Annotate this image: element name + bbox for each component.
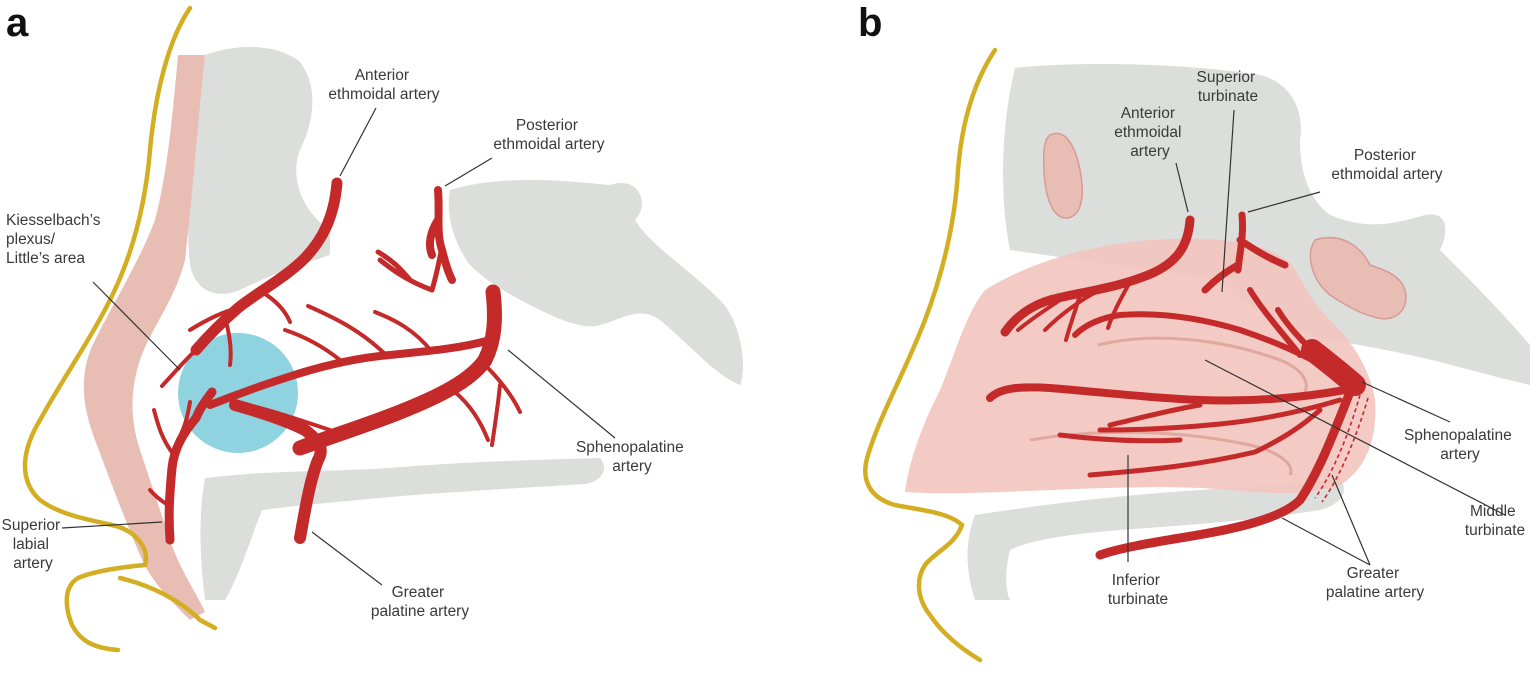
leader-greater-palatine-a: [311, 531, 383, 586]
sphenoid-sinus-shape: [1309, 236, 1407, 320]
leader-anterior-ethmoidal-a: [339, 107, 377, 177]
sphenopalatine-upper-branches-b: [1072, 287, 1343, 378]
superior-labial-branches-a: [148, 400, 192, 507]
greater-palatine-artery-b: [1095, 387, 1355, 560]
label-inferior-turbinate-b: Inferior turbinate: [1108, 572, 1168, 608]
sphenopalatine-branches-a: [246, 304, 522, 447]
leader-posterior-ethmoidal-b: [1247, 191, 1321, 213]
hard-palate-bone-shape: [967, 478, 1344, 600]
sphenopalatine-lower-branches-b: [1057, 397, 1343, 478]
lip-line: [117, 575, 218, 631]
anterior-ethmoidal-artery-b: [1000, 215, 1195, 337]
leader-superior-turbinate-b: [1221, 109, 1235, 293]
label-kiesselbach-a: Kiesselbach’s plexus/ Little’s area: [6, 212, 105, 267]
palate-bone-shape: [200, 458, 605, 600]
greater-palatine-artery-a: [229, 399, 327, 544]
label-anterior-ethmoidal-a: Anterior ethmoidal artery: [328, 67, 439, 103]
panel-b-leaders: [1127, 109, 1506, 566]
inferior-turbinate-contour: [1029, 430, 1293, 476]
leader-greater-palatine-1-b: [1281, 517, 1371, 566]
label-middle-turbinate-b: Middle turbinate: [1465, 503, 1525, 539]
panel-a-leaders: [61, 107, 616, 586]
panel-a-labels: Anterior ethmoidal artery Posterior ethm…: [2, 67, 688, 620]
middle-turbinate-contour: [1097, 336, 1308, 393]
sphenopalatine-upper-branch-a: [206, 336, 494, 409]
turbinate-contours: [1029, 336, 1308, 476]
label-anterior-ethmoidal-b: Anterior ethmoidal artery: [1114, 105, 1186, 160]
nasal-profile-line: [22, 5, 193, 653]
label-sphenopalatine-b: Sphenopalatine artery: [1404, 427, 1516, 463]
septal-cartilage-shape: [83, 55, 205, 620]
leader-superior-labial-a: [61, 521, 163, 529]
sphenoid-bone-shape: [448, 180, 744, 385]
panel-b-arteries: [986, 211, 1369, 560]
label-posterior-ethmoidal-b: Posterior ethmoidal artery: [1331, 147, 1442, 183]
leader-kiesselbach-a: [92, 281, 181, 371]
posterior-ethmoidal-septal-branch-a: [375, 245, 445, 293]
greater-palatine-dashed-b: [1314, 394, 1369, 503]
panel-b-bones: [905, 64, 1530, 600]
label-superior-labial-a: Superior labial artery: [2, 517, 65, 572]
label-greater-palatine-b: Greater palatine artery: [1326, 565, 1424, 601]
anterior-ethmoidal-branches-a: [160, 290, 292, 388]
label-sphenopalatine-a: Sphenopalatine artery: [576, 439, 688, 475]
frontal-bone-shape: [188, 46, 330, 294]
panel-a: a: [2, 1, 744, 653]
sphenopalatine-artery-a: [292, 284, 502, 456]
leader-posterior-ethmoidal-a: [444, 157, 493, 187]
panel-b-letter: b: [858, 1, 882, 45]
leader-sphenopalatine-b: [1361, 381, 1451, 423]
leader-middle-turbinate-b: [1204, 359, 1506, 516]
nasal-profile-line-b: [863, 47, 998, 663]
panel-a-arteries: [148, 177, 522, 545]
panel-b: b: [858, 1, 1530, 663]
leader-anterior-ethmoidal-b: [1175, 162, 1189, 213]
panel-a-bones: [83, 46, 744, 620]
anterior-ethmoidal-artery-a: [190, 177, 343, 356]
panel-a-letter: a: [6, 1, 29, 45]
label-posterior-ethmoidal-a: Posterior ethmoidal artery: [493, 117, 604, 153]
leader-greater-palatine-2-b: [1331, 474, 1371, 566]
sphenopalatine-main-branches-b: [986, 383, 1349, 405]
label-superior-turbinate-b: Superior turbinate: [1197, 69, 1260, 105]
posterior-ethmoidal-artery-b: [1201, 211, 1289, 294]
anterior-ethmoidal-branches-b: [1016, 280, 1132, 342]
frontal-sinus-shape: [1042, 132, 1083, 219]
leader-sphenopalatine-a: [507, 349, 616, 439]
panel-b-labels: Superior turbinate Anterior ethmoidal ar…: [1108, 69, 1525, 608]
label-greater-palatine-a: Greater palatine artery: [371, 584, 469, 620]
